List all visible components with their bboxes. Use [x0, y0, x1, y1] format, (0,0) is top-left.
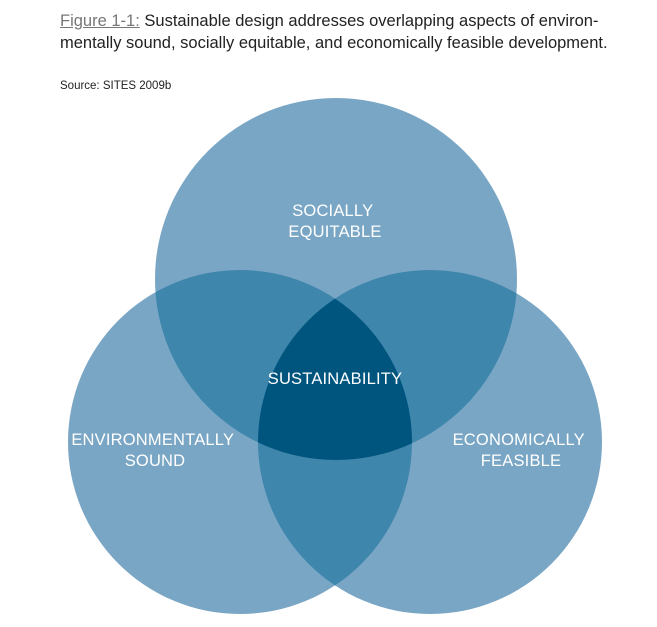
label-socially-equitable: SOCIALLY EQUITABLE — [288, 202, 381, 241]
figure-source: Source: SITES 2009b — [60, 80, 172, 92]
label-sustainability: SUSTAINABILITY — [268, 370, 403, 388]
label-economically-feasible: ECONOMICALLY FEASIBLE — [453, 431, 590, 470]
figure-label: Figure 1-1: — [60, 12, 140, 30]
caption-text: Sustainable design addresses overlapping… — [60, 12, 608, 52]
overlap-sustainability — [258, 270, 412, 460]
label-environmentally-sound: ENVIRONMENTALLY SOUND — [71, 431, 238, 470]
figure-caption: Figure 1-1: Sustainable design addresses… — [60, 10, 620, 54]
